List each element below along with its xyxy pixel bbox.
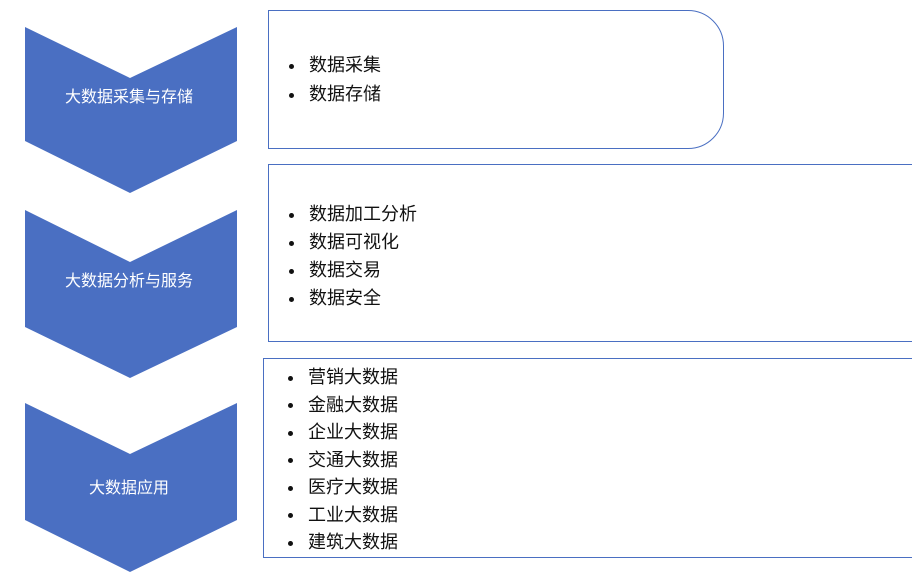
bullet-icon [288, 540, 293, 546]
list-item-label: 医疗大数据 [308, 477, 398, 498]
stage-2-chevron [25, 210, 237, 378]
list-item: 数据交易 [289, 257, 912, 285]
stage-1-item-list: 数据采集 数据存储 [289, 51, 723, 109]
bullet-icon [289, 297, 294, 302]
list-item-label: 数据存储 [309, 84, 381, 105]
list-item-label: 交通大数据 [308, 449, 398, 471]
bullet-icon [289, 63, 294, 69]
bullet-icon [288, 403, 293, 409]
list-item: 金融大数据 [288, 392, 912, 420]
stage-1-box: 数据采集 数据存储 [268, 10, 724, 149]
stage-3-chevron [25, 403, 237, 572]
list-item-label: 数据交易 [309, 260, 381, 281]
stage-2-item-list: 数据加工分析 数据可视化 数据交易 数据安全 [289, 201, 912, 313]
stage-1-chevron [25, 27, 237, 193]
list-item-label: 金融大数据 [308, 394, 398, 416]
list-item-label: 建筑大数据 [308, 532, 398, 553]
list-item: 工业大数据 [288, 502, 912, 530]
stage-3-label: 大数据应用 [88, 478, 169, 497]
list-item: 营销大数据 [288, 364, 912, 392]
list-item-label: 数据采集 [309, 55, 381, 76]
list-item: 数据可视化 [289, 229, 912, 257]
stage-3-item-list: 营销大数据 金融大数据 企业大数据 交通大数据 医疗大数据 工业大数据 建筑大数… [288, 364, 912, 557]
stage-1-label: 大数据采集与存储 [64, 87, 193, 106]
list-item: 建筑大数据 [288, 529, 912, 557]
bullet-icon [289, 213, 294, 218]
bullet-icon [288, 458, 293, 464]
bullet-icon [288, 485, 293, 491]
list-item-label: 营销大数据 [308, 367, 398, 388]
list-item: 数据安全 [289, 285, 912, 313]
stage-2-label: 大数据分析与服务 [64, 271, 193, 290]
list-item-label: 数据安全 [309, 288, 381, 309]
list-item-label: 数据加工分析 [309, 204, 417, 225]
bullet-icon [288, 513, 293, 519]
bullet-icon [289, 269, 294, 274]
list-item: 医疗大数据 [288, 474, 912, 502]
bullet-icon [289, 92, 294, 98]
bullet-icon [288, 375, 293, 381]
stage-3-box: 营销大数据 金融大数据 企业大数据 交通大数据 医疗大数据 工业大数据 建筑大数… [263, 358, 912, 558]
list-item: 数据采集 [289, 51, 723, 80]
bullet-icon [289, 241, 294, 246]
stage-2-box: 数据加工分析 数据可视化 数据交易 数据安全 [268, 164, 912, 342]
list-item-label: 企业大数据 [308, 422, 398, 443]
bullet-icon [288, 430, 293, 436]
list-item: 企业大数据 [288, 419, 912, 447]
list-item: 交通大数据 [288, 447, 912, 475]
list-item-label: 数据可视化 [309, 232, 399, 253]
list-item-label: 工业大数据 [308, 504, 398, 526]
list-item: 数据存储 [289, 80, 723, 109]
list-item: 数据加工分析 [289, 201, 912, 229]
